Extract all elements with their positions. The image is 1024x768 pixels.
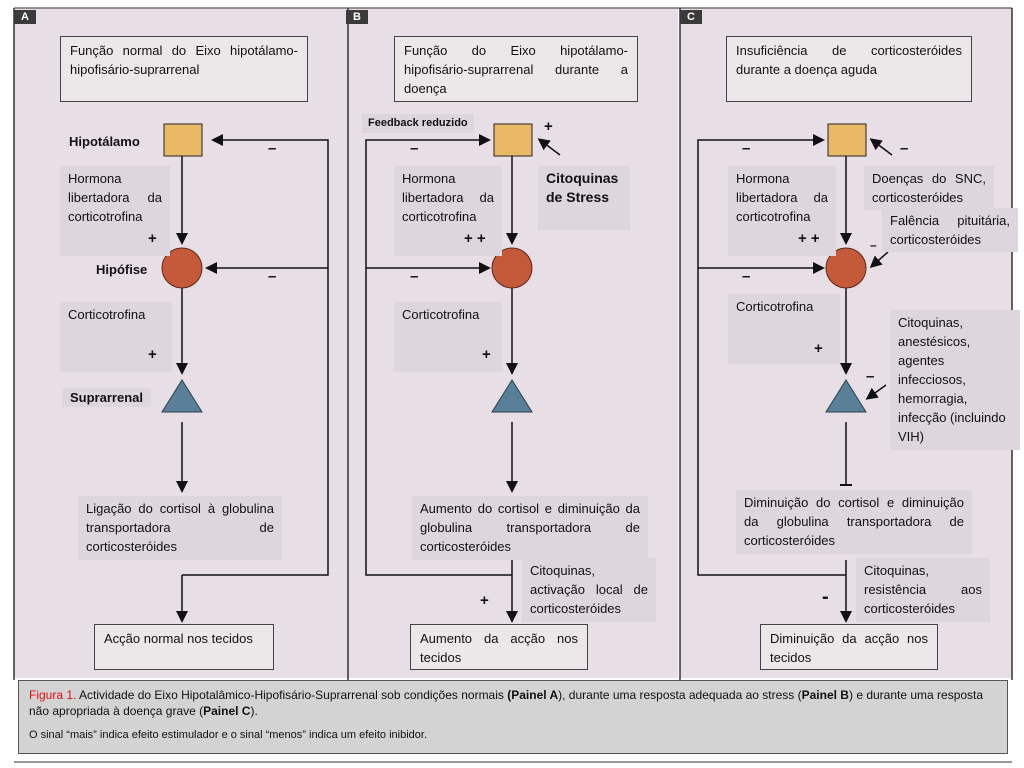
panel-b-tag: B: [346, 10, 368, 24]
panel-a-suprarrenal: Suprarrenal: [62, 388, 151, 407]
panel-b-sign-minus-1: –: [410, 140, 419, 157]
panel-c-hormona: Hormona libertadora da corticotrofina: [728, 166, 836, 256]
panel-a-ligacao: Ligação do cortisol à globulina transpor…: [78, 496, 282, 560]
panel-b-hormona: Hormona libertadora da corticotrofina: [394, 166, 502, 256]
caption-fig-label: Figura 1.: [29, 688, 77, 702]
panel-c-sign-minus-snc: –: [900, 140, 909, 157]
panel-c-sign-minus-citoq: –: [866, 368, 875, 385]
caption-text-2: ), durante uma resposta adequada ao stre…: [558, 688, 802, 702]
caption-text-1: Actividade do Eixo Hipotalâmico-Hipofisá…: [76, 688, 508, 702]
panel-a-accao: Acção normal nos tecidos: [94, 624, 274, 670]
panel-c-sign-minus-1: –: [742, 140, 751, 157]
panel-b-sign-plusplus: + +: [464, 230, 486, 247]
panel-b-hypothalamus-square: [493, 123, 533, 157]
panel-a-hipofise: Hipófise: [96, 262, 148, 277]
panel-c-citoq-list: Citoquinas, anestésicos, agentes infecci…: [890, 310, 1020, 450]
panel-c-doencas-snc: Doenças do SNC, corticosteróides: [864, 166, 994, 210]
panel-b-sign-plus-1: +: [482, 346, 491, 363]
caption-note: O sinal “mais” indica efeito estimulador…: [29, 729, 428, 741]
panel-b-lines: [365, 134, 561, 623]
panel-b-title: Função do Eixo hipotálamo-hipofisário-su…: [394, 36, 638, 102]
panel-c-sign-plusplus: + +: [798, 230, 820, 247]
panel-c-sign-plus-1: +: [814, 340, 823, 357]
panel-a-hypothalamus-square: [163, 123, 203, 157]
panel-c-title: Insuficiência de corticosteróides durant…: [726, 36, 972, 102]
panel-b-accao: Aumento da acção nos tecidos: [410, 624, 588, 670]
panel-c-accao: Diminuição da acção nos tecidos: [760, 624, 938, 670]
panel-c-lines: [697, 134, 893, 623]
caption-panel-a: (Painel A: [507, 688, 559, 702]
panel-b-adrenal-triangle: [491, 379, 533, 413]
panel-b-citoq-stress: Citoquinas de Stress: [538, 166, 630, 230]
panel-c-tag: C: [680, 10, 702, 24]
caption-text-3: ) e durante uma resposta não apropriada …: [29, 688, 984, 718]
caption-panel-c: Painel C: [203, 704, 251, 718]
figure-caption: Figura 1. Actividade do Eixo Hipotalâmic…: [18, 680, 1008, 754]
panel-c-falencia: Falência pituitária, corticosteróides: [882, 208, 1018, 252]
panel-c-diminuicao-cortisol: Diminuição do cortisol e diminuição da g…: [736, 490, 972, 554]
panel-c-sign-minus-resist: -: [822, 586, 829, 608]
panel-b-feedback: Feedback reduzido: [362, 114, 474, 133]
panel-c-sign-minus-2: –: [742, 268, 751, 285]
panel-a-lines: [176, 134, 329, 623]
panel-a-hipotalamo: Hipotálamo: [69, 134, 140, 149]
panel-a-pituitary-circle: [161, 247, 203, 289]
panel-c-adrenal-triangle: [825, 379, 867, 413]
panel-b-sign-minus-2: –: [410, 268, 419, 285]
panel-a-tag: A: [14, 10, 36, 24]
panel-a-sign-plus-1: +: [148, 230, 157, 247]
panel-c-corticotrofina: Corticotrofina: [728, 294, 840, 364]
panel-a-title: Função normal do Eixo hipotálamo-hipofis…: [60, 36, 308, 102]
panel-c-pituitary-circle: [825, 247, 867, 289]
panel-a-sign-minus-2: –: [268, 268, 277, 285]
panel-a-corticotrofina: Corticotrofina: [60, 302, 172, 372]
panel-b-sign-plus-stress: +: [544, 118, 553, 135]
panel-a-sign-minus-1: –: [268, 140, 277, 157]
panel-b-corticotrofina: Corticotrofina: [394, 302, 502, 372]
panel-b-pituitary-circle: [491, 247, 533, 289]
panel-c-sign-minus-falencia: –: [870, 238, 877, 252]
panel-a-sign-plus-2: +: [148, 346, 157, 363]
panel-c-citoq-resist: Citoquinas, resistência aos corticosteró…: [856, 558, 990, 622]
panel-a-adrenal-triangle: [161, 379, 203, 413]
panel-b-citoq-local: Citoquinas, activação local de corticost…: [522, 558, 656, 622]
panel-b-aumento-cortisol: Aumento do cortisol e diminuição da glob…: [412, 496, 648, 560]
panel-b-sign-plus-2: +: [480, 592, 489, 609]
caption-panel-b: Painel B: [801, 688, 849, 702]
panel-c-hypothalamus-square: [827, 123, 867, 157]
panel-a-hormona: Hormona libertadora da corticotrofina: [60, 166, 170, 256]
caption-text-4: ).: [250, 704, 258, 718]
